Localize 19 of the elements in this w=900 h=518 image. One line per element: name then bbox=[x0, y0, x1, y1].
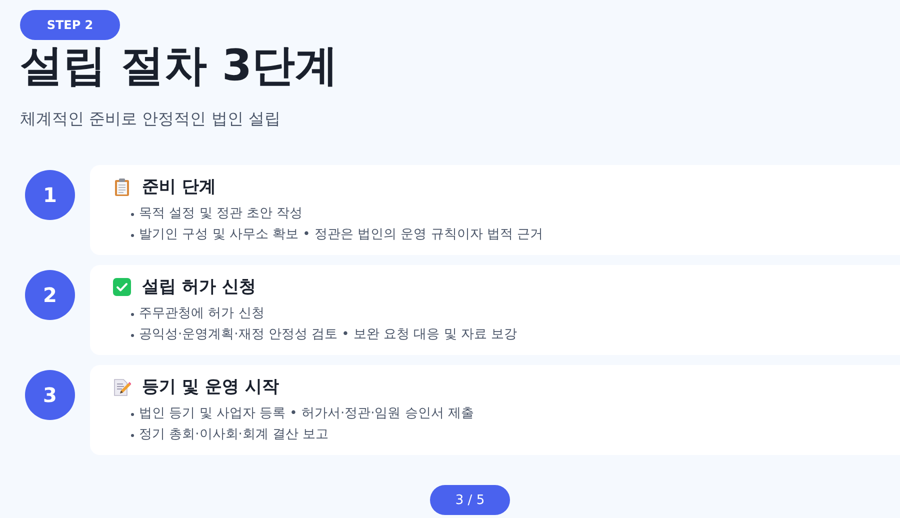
bullet-item: 발기인 구성 및 사무소 확보 • 정관은 법인의 운영 규칙이자 법적 근거 bbox=[130, 224, 544, 245]
step-number-circle: 2 bbox=[25, 270, 75, 320]
step-card bbox=[90, 165, 900, 255]
step-heading: 설립 허가 신청 bbox=[142, 276, 256, 299]
step-number-circle: 3 bbox=[25, 370, 75, 420]
page-title: 설립 절차 3단계 bbox=[20, 40, 338, 92]
step-number-circle: 1 bbox=[25, 170, 75, 220]
step-card bbox=[90, 265, 900, 355]
bullet-item: 주무관청에 허가 신청 bbox=[130, 303, 518, 324]
step-heading: 등기 및 운영 시작 bbox=[142, 376, 279, 399]
page-indicator: 3 / 5 bbox=[430, 485, 510, 515]
step-badge: STEP 2 bbox=[20, 10, 120, 40]
subtitle: 체계적인 준비로 안정적인 법인 설립 bbox=[20, 108, 280, 130]
step-card bbox=[90, 365, 900, 455]
bullet-item: 목적 설정 및 정관 초안 작성 bbox=[130, 203, 544, 224]
bullet-item: 정기 총회·이사회·회계 결산 보고 bbox=[130, 424, 474, 445]
bullet-item: 법인 등기 및 사업자 등록 • 허가서·정관·임원 승인서 제출 bbox=[130, 403, 474, 424]
bullet-item: 공익성·운영계획·재정 안정성 검토 • 보완 요청 대응 및 자료 보강 bbox=[130, 324, 518, 345]
step-heading: 준비 단계 bbox=[142, 176, 216, 199]
